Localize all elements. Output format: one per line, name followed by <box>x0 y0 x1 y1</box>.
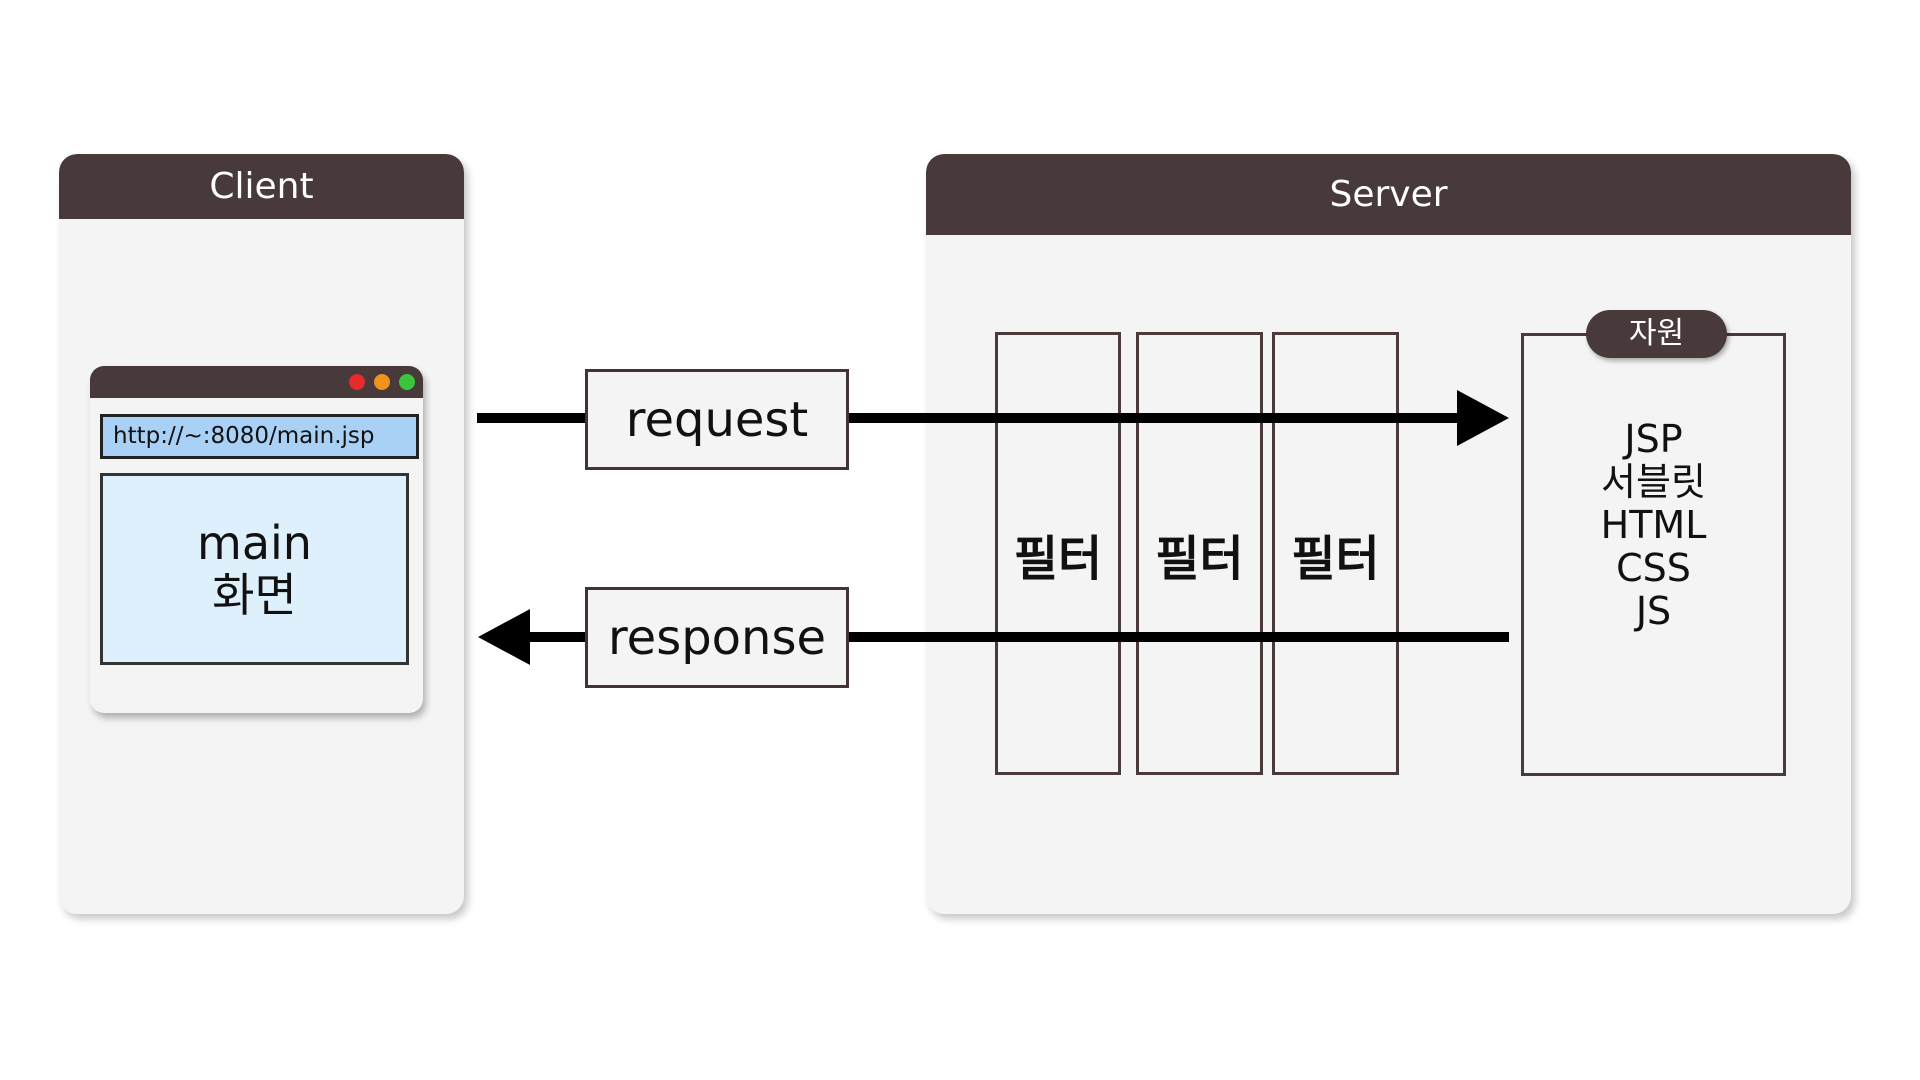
response-label: response <box>607 609 826 666</box>
address-bar[interactable]: http://~:8080/main.jsp <box>100 414 419 459</box>
resource-item: HTML <box>1600 503 1707 547</box>
filter-box-3: 필터 <box>1272 332 1399 775</box>
filter-box-2: 필터 <box>1136 332 1263 775</box>
request-box: request <box>585 369 849 470</box>
response-arrowhead-icon <box>478 609 530 665</box>
browser-window: http://~:8080/main.jsp main 화면 <box>90 366 423 713</box>
resource-item: JSP <box>1624 417 1683 461</box>
page-line-screen: 화면 <box>212 568 297 622</box>
server-title: Server <box>926 154 1851 235</box>
resource-item: JS <box>1635 589 1672 633</box>
browser-title-bar <box>90 366 423 398</box>
resource-item: CSS <box>1616 546 1691 590</box>
main-page-view: main 화면 <box>100 473 409 665</box>
filter-label: 필터 <box>1291 530 1380 587</box>
resource-badge: 자원 <box>1586 310 1727 358</box>
filter-label: 필터 <box>1155 530 1244 587</box>
filter-label: 필터 <box>1013 530 1103 587</box>
server-panel: Server <box>926 154 1851 914</box>
resource-list: JSP 서블릿 HTML CSS JS <box>1524 418 1783 633</box>
page-line-main: main <box>197 516 312 570</box>
close-dot-icon <box>349 374 365 390</box>
request-arrowhead-icon <box>1457 390 1509 446</box>
request-label: request <box>625 391 809 448</box>
client-panel: Client http://~:8080/main.jsp main 화면 <box>59 154 464 914</box>
filter-box-1: 필터 <box>995 332 1121 775</box>
resource-item: 서블릿 <box>1601 460 1706 504</box>
maximize-dot-icon <box>399 374 415 390</box>
client-title: Client <box>59 154 464 219</box>
minimize-dot-icon <box>374 374 390 390</box>
response-box: response <box>585 587 849 688</box>
